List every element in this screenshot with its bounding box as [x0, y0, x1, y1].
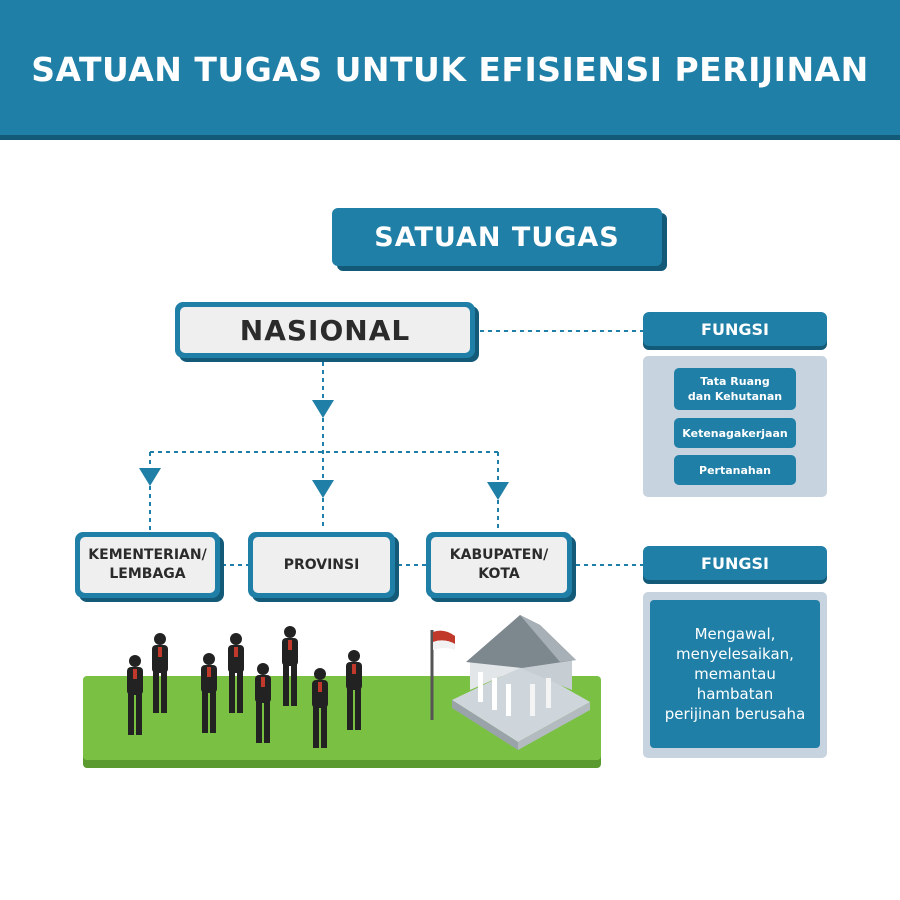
page-title: SATUAN TUGAS UNTUK EFISIENSI PERIJINAN: [31, 50, 869, 89]
node-nasional: NASIONAL: [175, 302, 475, 358]
fungsi-item-line: Tata Ruang: [700, 375, 770, 388]
fungsi-regional-line: hambatan: [696, 685, 774, 703]
fungsi-item-tata-ruang: Tata Ruang dan Kehutanan: [674, 368, 796, 410]
fungsi-regional-line: perijinan berusaha: [664, 705, 806, 723]
node-kementerian-lembaga: KEMENTERIAN/ LEMBAGA: [75, 532, 220, 598]
fungsi-item-line: dan Kehutanan: [687, 390, 783, 403]
fungsi-regional-description: Mengawal, menyelesaikan, memantau hambat…: [650, 600, 820, 748]
officials-group-illustration: [127, 626, 362, 748]
fungsi-regional-header: FUNGSI: [643, 546, 827, 580]
fungsi-item-pertanahan: Pertanahan: [674, 455, 796, 485]
node-kabupaten-line1: KABUPATEN/: [449, 547, 549, 563]
node-kementerian-line2: LEMBAGA: [109, 566, 186, 582]
node-provinsi: PROVINSI: [248, 532, 395, 598]
fungsi-national-panel: Tata Ruang dan Kehutanan Ketenagakerjaan…: [643, 356, 827, 497]
node-provinsi-label: PROVINSI: [283, 556, 360, 573]
arrow-left-icon: [139, 468, 161, 486]
satuan-tugas-title: SATUAN TUGAS: [332, 208, 662, 266]
arrow-center-icon: [312, 480, 334, 498]
flag-illustration: [430, 630, 455, 720]
node-nasional-label: NASIONAL: [180, 307, 470, 353]
fungsi-regional-line: memantau: [694, 665, 776, 683]
fungsi-national-header: FUNGSI: [643, 312, 827, 346]
fungsi-item-ketenagakerjaan: Ketenagakerjaan: [674, 418, 796, 448]
arrow-nasional-icon: [312, 400, 334, 418]
fungsi-regional-line: menyelesaikan,: [676, 645, 794, 663]
node-kabupaten-line2: KOTA: [478, 566, 520, 582]
government-building-illustration: [452, 615, 590, 750]
node-kabupaten-kota: KABUPATEN/ KOTA: [426, 532, 572, 598]
arrow-right-icon: [487, 482, 509, 500]
fungsi-regional-panel: Mengawal, menyelesaikan, memantau hambat…: [643, 592, 827, 758]
fungsi-regional-line: Mengawal,: [694, 625, 776, 643]
header-banner: SATUAN TUGAS UNTUK EFISIENSI PERIJINAN: [0, 0, 900, 140]
node-kementerian-line1: KEMENTERIAN/: [88, 547, 207, 563]
